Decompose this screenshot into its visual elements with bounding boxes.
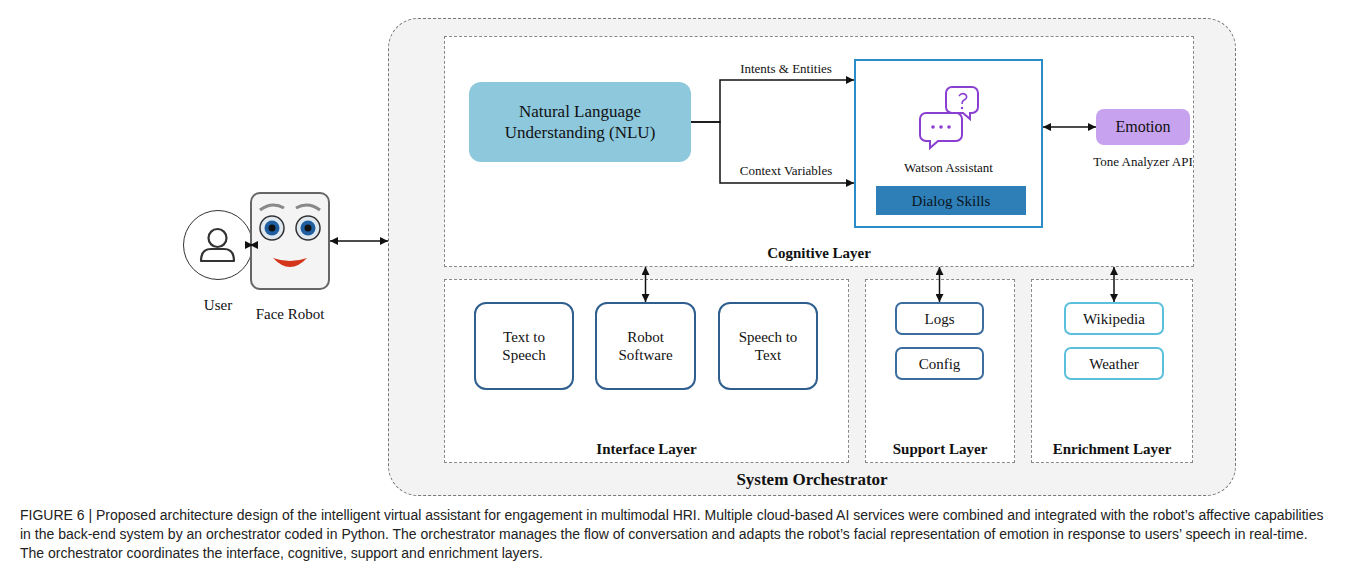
layer-region: Text to Speech Robot Software Speech to Te…	[444, 279, 849, 463]
box-label: Emotion	[1109, 118, 1176, 136]
process-box: Logs	[895, 302, 984, 335]
heading-label: Interface Layer	[596, 441, 696, 458]
box-label: Dialog Skills	[906, 192, 997, 210]
heading-label: Support Layer	[893, 441, 988, 458]
heading-label: Tone Analyzer API	[1093, 154, 1192, 170]
process-box: Wikipedia	[1064, 302, 1164, 335]
layer-region: LogsConfigSupport Layer	[865, 279, 1015, 463]
box-label: Robot Software	[597, 328, 694, 364]
heading-label: Face Robot	[256, 306, 325, 323]
robot-face	[252, 194, 328, 288]
box-label: Weather	[1083, 355, 1145, 373]
heading-label: User	[204, 297, 232, 314]
face-robot: Face Robot	[250, 192, 330, 290]
chat-icon	[856, 61, 1041, 161]
process-box: Speech to Text	[718, 302, 818, 390]
process-box: Text to Speech	[474, 302, 574, 390]
layer-region: WikipediaWeatherEnrichment Layer	[1031, 279, 1193, 463]
process-box: Weather	[1064, 347, 1164, 380]
connector-arrow	[645, 267, 647, 302]
connector-arrow	[1113, 267, 1115, 302]
connector-arrow	[939, 267, 941, 302]
connector-arrow	[691, 80, 854, 122]
process-box: Config	[895, 347, 984, 380]
heading-label: Enrichment Layer	[1053, 441, 1172, 458]
connector-arrow	[1043, 126, 1096, 128]
process-box: Dialog Skills	[876, 186, 1026, 215]
heading-label: Cognitive Layer	[767, 245, 871, 262]
heading-label: Watson Assistant	[904, 160, 993, 176]
box-label: Speech to Text	[720, 328, 816, 364]
box-label: Logs	[919, 310, 961, 328]
box-label: Natural Language Understanding (NLU)	[469, 101, 691, 143]
connector-arrow	[250, 244, 253, 246]
service-box: EmotionTone Analyzer API	[1096, 109, 1190, 145]
heading-label: System Orchestrator	[736, 470, 887, 490]
figure-caption: FIGURE 6 | Proposed architecture design …	[20, 506, 1335, 563]
user-circle: User	[183, 210, 253, 280]
process-box: Robot Software	[595, 302, 696, 390]
edge-label: Intents & Entities	[738, 61, 834, 77]
assistant-box: Dialog Skills Watson Assistant	[854, 59, 1043, 228]
process-box: Natural Language Understanding (NLU)	[469, 82, 691, 162]
edge-label: Context Variables	[738, 163, 835, 179]
connector-arrow	[330, 240, 388, 242]
person-icon	[184, 211, 251, 278]
orchestrator-region: Natural Language Understanding (NLU) Dial…	[388, 18, 1236, 496]
connector-arrow	[691, 122, 854, 183]
box-label: Config	[913, 355, 967, 373]
box-label: Text to Speech	[476, 328, 572, 364]
box-label: Wikipedia	[1077, 310, 1151, 328]
